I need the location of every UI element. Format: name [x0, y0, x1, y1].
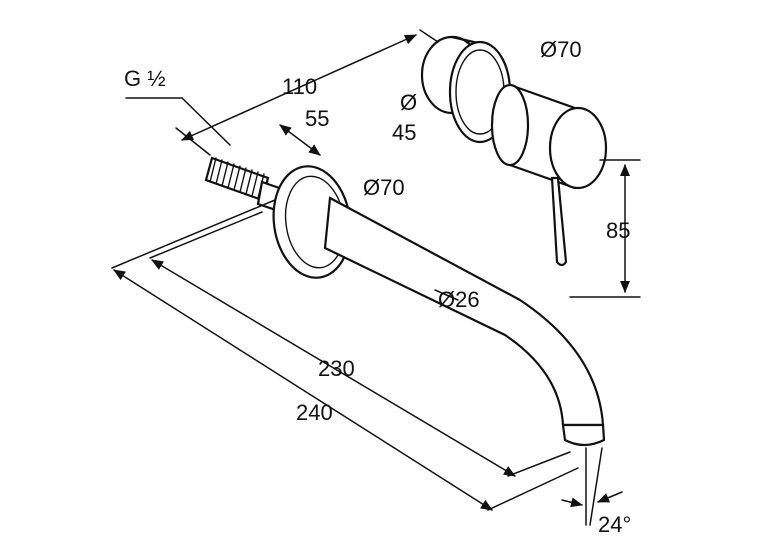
dim-label-240: 240: [296, 400, 333, 425]
ext-line-230-wall: [149, 211, 263, 259]
dim-line-110: [181, 34, 417, 141]
spout-assembly: [204, 156, 606, 447]
ext-line-110-left: [175, 127, 211, 156]
mixer-body-back-face: [490, 83, 530, 167]
ext-line-230-end: [507, 451, 571, 477]
dim-label-110: 110: [282, 74, 317, 99]
ext-line-240-end: [487, 467, 579, 511]
spout-diameter-leader: [434, 289, 459, 301]
dimension-labels: G ½ 110 55 Ø70 Ø 45 Ø70 Ø26 85 230 240 2…: [124, 37, 631, 537]
spout-outlet: [561, 423, 606, 447]
spout-flange-diameter-label: Ø70: [363, 175, 405, 200]
angle-ref-line-tilted: [589, 447, 603, 526]
angle-arrow-right: [597, 491, 623, 503]
mixer-lever-handle: [550, 176, 568, 267]
spout-diameter-label: Ø26: [438, 287, 480, 312]
dimension-lines: [111, 29, 641, 526]
mixer-body-front-face: [548, 106, 608, 190]
dim-label-85: 85: [606, 218, 630, 243]
body-diameter-symbol: Ø: [400, 90, 417, 115]
angle-label: 24°: [598, 512, 631, 537]
ext-line-110-right: [419, 29, 439, 43]
thread-leader-line: [125, 97, 231, 146]
thread-size-label: G ½: [124, 66, 166, 91]
angle-arrow-left: [561, 497, 583, 508]
mixer-assembly: [420, 35, 608, 267]
dim-label-55: 55: [305, 106, 329, 131]
dim-label-230: 230: [318, 356, 355, 381]
mixer-flange-diameter-label: Ø70: [540, 37, 582, 62]
ext-line-240-wall: [111, 199, 276, 269]
dim-line-240: [113, 269, 493, 511]
body-diameter-value: 45: [392, 120, 416, 145]
dim-line-55: [279, 124, 321, 156]
